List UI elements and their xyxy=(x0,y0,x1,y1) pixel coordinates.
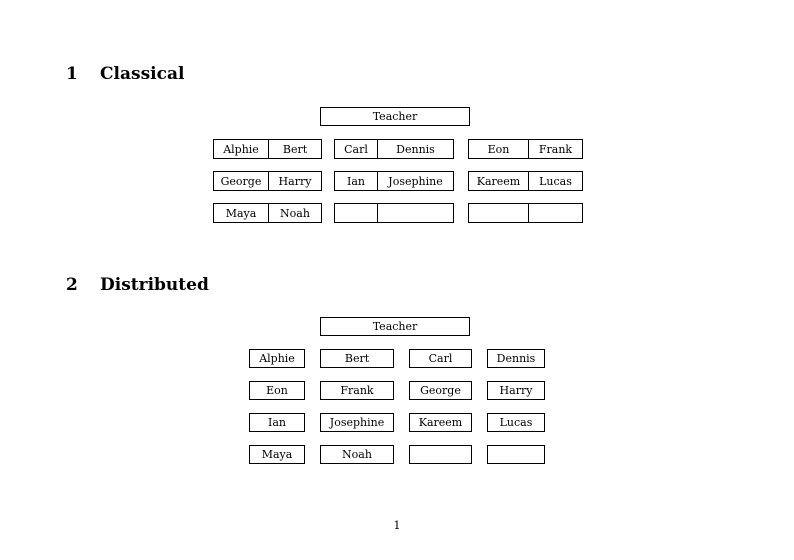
student-node: Alphie xyxy=(249,349,305,368)
student-pair-group-empty xyxy=(334,203,454,223)
section-number: 1 xyxy=(66,64,78,84)
table-row xyxy=(334,203,454,223)
student-node: Maya xyxy=(249,445,305,464)
student-cell: Lucas xyxy=(528,171,583,191)
section-title: Classical xyxy=(100,64,185,84)
student-cell: Ian xyxy=(334,171,378,191)
student-pair-group: Carl Dennis xyxy=(334,139,454,159)
table-row: Carl Dennis xyxy=(334,139,454,159)
student-cell: Bert xyxy=(268,139,322,159)
student-pair-group: Kareem Lucas xyxy=(468,171,583,191)
student-node-empty xyxy=(409,445,472,464)
student-cell-empty xyxy=(377,203,454,223)
table-row: Ian Josephine xyxy=(334,171,454,191)
student-node: Bert xyxy=(320,349,394,368)
student-node: Eon xyxy=(249,381,305,400)
student-node: George xyxy=(409,381,472,400)
student-pair-group: Alphie Bert xyxy=(213,139,322,159)
student-node: Carl xyxy=(409,349,472,368)
student-cell: Noah xyxy=(268,203,322,223)
student-pair-group: Ian Josephine xyxy=(334,171,454,191)
student-pair-group: George Harry xyxy=(213,171,322,191)
student-node-empty xyxy=(487,445,545,464)
student-node: Lucas xyxy=(487,413,545,432)
student-cell: Harry xyxy=(268,171,322,191)
student-node: Frank xyxy=(320,381,394,400)
student-cell: Maya xyxy=(213,203,269,223)
student-cell: Eon xyxy=(468,139,529,159)
student-node: Kareem xyxy=(409,413,472,432)
student-pair-group: Eon Frank xyxy=(468,139,583,159)
student-cell: Kareem xyxy=(468,171,529,191)
page-number: 1 xyxy=(393,519,401,532)
student-cell: George xyxy=(213,171,269,191)
student-node: Dennis xyxy=(487,349,545,368)
student-cell: Alphie xyxy=(213,139,269,159)
student-node: Josephine xyxy=(320,413,394,432)
section-heading-classical: 1 Classical xyxy=(66,66,184,83)
table-row: Maya Noah xyxy=(213,203,322,223)
student-cell-empty xyxy=(528,203,583,223)
student-pair-group-empty xyxy=(468,203,583,223)
table-row: George Harry xyxy=(213,171,322,191)
section-number: 2 xyxy=(66,275,78,295)
teacher-node-distributed: Teacher xyxy=(320,317,470,336)
student-node: Harry xyxy=(487,381,545,400)
student-cell: Dennis xyxy=(377,139,454,159)
student-cell-empty xyxy=(334,203,378,223)
student-node: Ian xyxy=(249,413,305,432)
section-title: Distributed xyxy=(100,275,209,295)
student-cell: Frank xyxy=(528,139,583,159)
table-row: Eon Frank xyxy=(468,139,583,159)
student-cell: Josephine xyxy=(377,171,454,191)
teacher-node-classical: Teacher xyxy=(320,107,470,126)
student-cell-empty xyxy=(468,203,529,223)
student-node: Noah xyxy=(320,445,394,464)
table-row: Alphie Bert xyxy=(213,139,322,159)
table-row xyxy=(468,203,583,223)
section-heading-distributed: 2 Distributed xyxy=(66,277,209,294)
table-row: Kareem Lucas xyxy=(468,171,583,191)
student-pair-group: Maya Noah xyxy=(213,203,322,223)
student-cell: Carl xyxy=(334,139,378,159)
